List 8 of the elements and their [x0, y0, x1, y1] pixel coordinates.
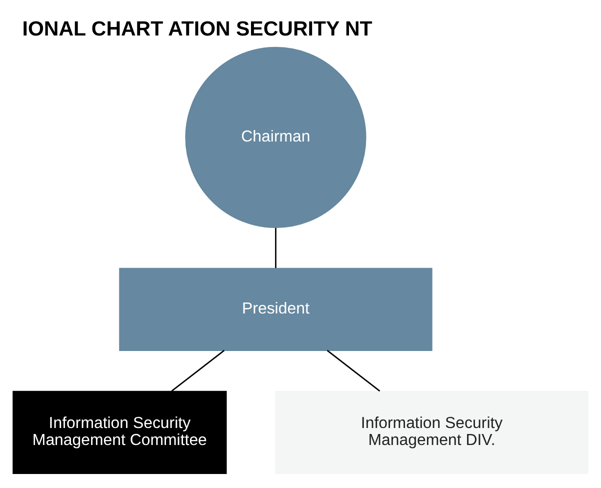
connector: [171, 349, 225, 392]
node-box: President: [119, 267, 432, 350]
node-box: Information Security Management Committee: [12, 390, 227, 474]
node-circle: Chairman: [185, 46, 366, 228]
connector: [275, 227, 276, 268]
diagram-title: IONAL CHART ATION SECURITY NT: [22, 16, 372, 40]
connector: [326, 349, 380, 392]
node-box: Information Security Management DIV.: [275, 390, 588, 474]
